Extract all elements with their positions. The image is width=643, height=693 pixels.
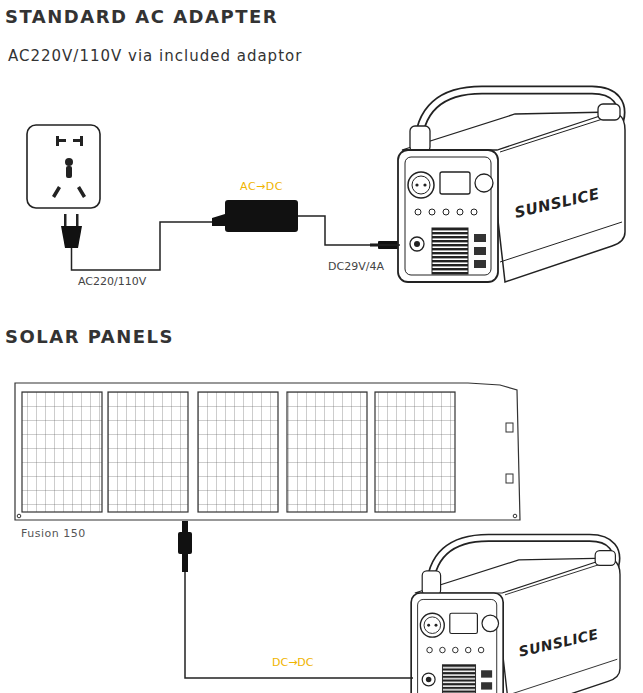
mains-plug bbox=[61, 214, 225, 270]
subtitle: AC220V/110V via included adaptor bbox=[8, 48, 302, 65]
wall-outlet bbox=[52, 186, 86, 198]
wall-outlet bbox=[56, 139, 66, 142]
solar-panel: Fusion 150 bbox=[15, 383, 520, 520]
power-station bbox=[398, 90, 625, 282]
section-heading: STANDARD AC ADAPTER bbox=[5, 7, 278, 28]
voltage-label: AC220/110V bbox=[78, 276, 146, 289]
solar-panel bbox=[15, 383, 520, 520]
wall-outlet bbox=[27, 125, 100, 208]
mains-plug bbox=[64, 214, 67, 226]
wall-outlet bbox=[66, 166, 72, 178]
model-label: Fusion 150 bbox=[21, 528, 86, 541]
power-station bbox=[411, 538, 620, 693]
solar-panel bbox=[182, 521, 188, 532]
solar-panel bbox=[513, 514, 517, 518]
solar-panel bbox=[22, 392, 102, 512]
mains-plug bbox=[72, 222, 213, 270]
section-heading: SOLAR PANELS bbox=[5, 327, 174, 348]
solar-panel bbox=[287, 392, 367, 512]
wall-outlet bbox=[65, 158, 73, 166]
mains-plug bbox=[212, 214, 225, 226]
wall-outlet bbox=[27, 125, 100, 208]
cable bbox=[185, 572, 413, 678]
solar-panel bbox=[198, 392, 278, 512]
mains-plug bbox=[61, 226, 82, 248]
solar-panel bbox=[506, 474, 513, 483]
wall-outlet bbox=[73, 139, 83, 142]
power-station: SUNSLICE bbox=[413, 533, 623, 693]
solar-panel bbox=[182, 554, 188, 572]
mains-plug bbox=[76, 214, 79, 226]
solar-panel bbox=[375, 392, 455, 512]
converter-label: AC→DC bbox=[240, 181, 283, 194]
solar-panel bbox=[15, 383, 520, 572]
cable-label: DC29V/4A bbox=[326, 261, 386, 274]
adapter-box: AC→DC bbox=[225, 200, 298, 232]
power-station: SUNSLICE bbox=[400, 85, 625, 280]
solar-panel bbox=[108, 392, 188, 512]
solar-panel bbox=[17, 514, 21, 518]
solar-panel bbox=[178, 532, 192, 554]
cable-label: DC→DC bbox=[270, 657, 316, 670]
brand-logo: SUNSLICE bbox=[513, 186, 601, 222]
cable bbox=[298, 216, 400, 245]
solar-panel bbox=[506, 423, 513, 432]
brand-logo: SUNSLICE bbox=[517, 626, 600, 660]
